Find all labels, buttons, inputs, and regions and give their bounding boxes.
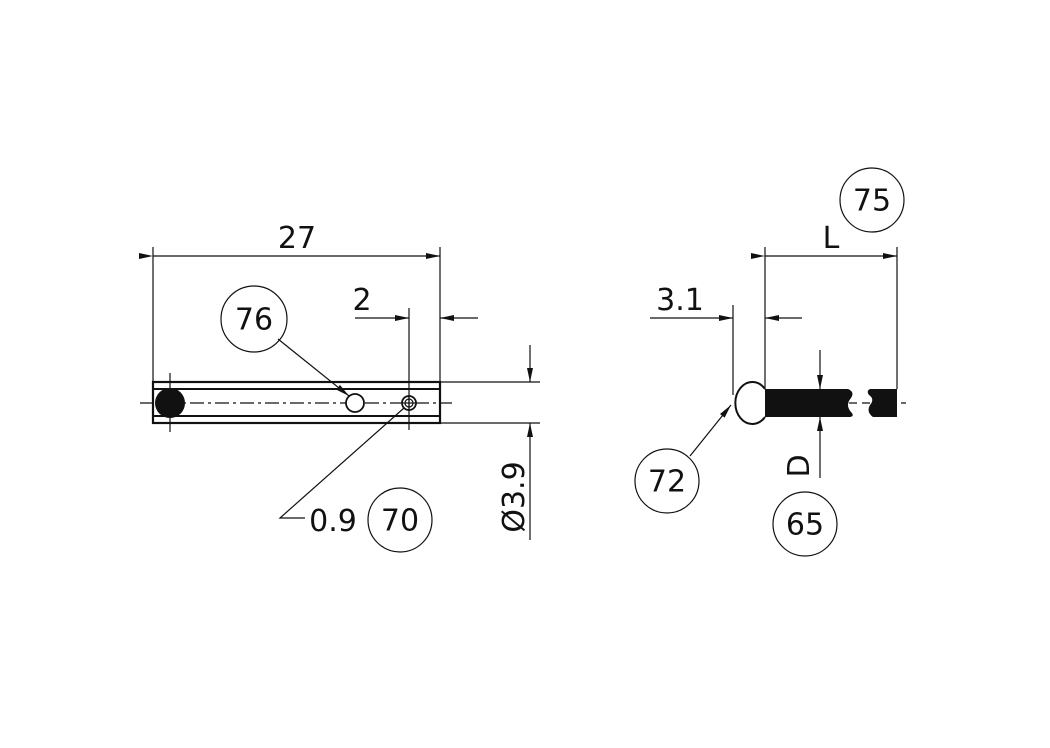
balloon-75-label: 75 [853,184,891,219]
dim-L: L [823,221,840,256]
balloon-76-label: 76 [235,303,273,338]
dim-diameter: Ø3.9 [497,461,532,532]
balloon-72-label: 72 [648,465,686,500]
dim-hole: 0.9 [309,504,357,539]
balloon-65 [772,491,838,557]
dim-length: 27 [278,221,316,256]
dim-D: D [782,454,817,477]
balloon-65-label: 65 [786,508,824,543]
balloon-76 [220,285,288,353]
left-part [140,373,452,432]
balloon-75 [839,167,905,233]
dim-offset: 2 [352,283,371,318]
balloon-70 [367,487,433,553]
balloon-72 [634,448,700,514]
right-part [734,381,906,425]
balloon-70-label: 70 [381,504,419,539]
black-dot [155,388,185,418]
dim-ball: 3.1 [656,283,704,318]
